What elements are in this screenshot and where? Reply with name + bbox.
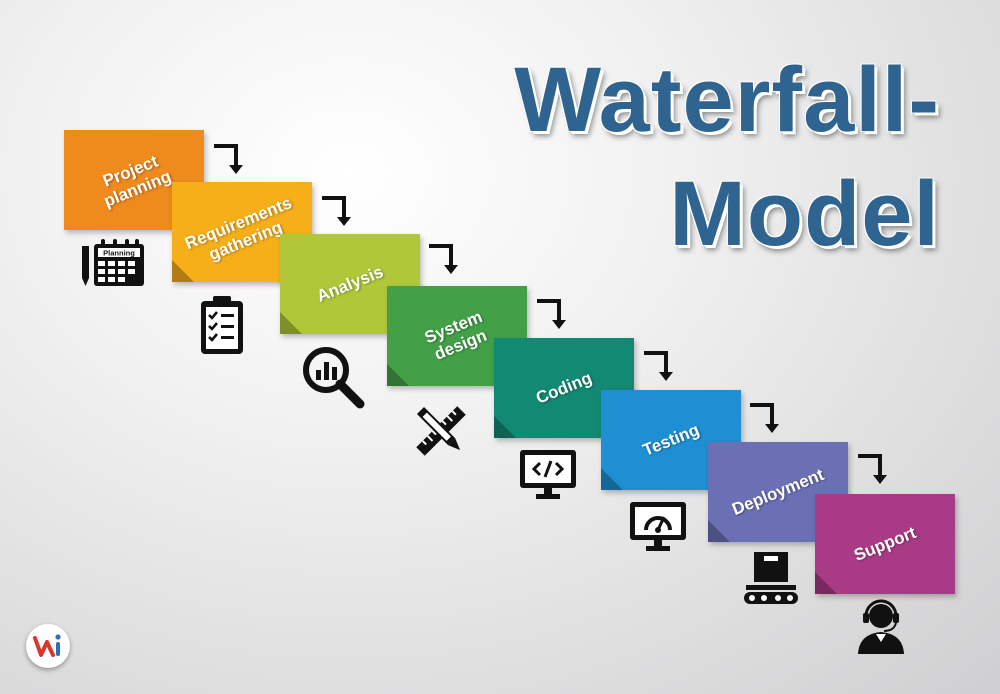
- magnifier-chart-icon: [303, 347, 365, 409]
- calendar-icon: Planning: [82, 239, 144, 286]
- title-line-1: Waterfall-: [514, 49, 940, 151]
- calendar-label: Planning: [103, 249, 135, 258]
- step-fold: [280, 312, 302, 334]
- step-fold: [708, 520, 730, 542]
- logo-mark-icon: [33, 634, 61, 657]
- arrow-down-right-icon: [537, 299, 566, 329]
- headset-support-icon: [858, 599, 904, 654]
- clipboard-checklist-icon: [201, 296, 243, 354]
- monitor-code-icon: [520, 450, 576, 499]
- conveyor-box-icon: [744, 552, 798, 604]
- step-fold: [387, 364, 409, 386]
- arrow-down-right-icon: [429, 244, 458, 274]
- arrow-down-right-icon: [858, 454, 887, 484]
- arrow-down-right-icon: [750, 403, 779, 433]
- arrow-down-right-icon: [322, 196, 351, 226]
- step-fold: [601, 468, 623, 490]
- arrow-down-right-icon: [644, 351, 673, 381]
- ruler-pencil-icon: [416, 406, 466, 456]
- step-fold: [172, 260, 194, 282]
- step-support: Support: [815, 494, 955, 594]
- monitor-gauge-icon: [630, 502, 686, 551]
- pencil-icon: [82, 246, 89, 286]
- brand-logo: [26, 624, 70, 668]
- title-line-2: Model: [669, 163, 940, 265]
- step-label: Support: [851, 522, 919, 565]
- step-fold: [494, 416, 516, 438]
- arrow-down-right-icon: [214, 144, 243, 174]
- step-fold: [815, 572, 837, 594]
